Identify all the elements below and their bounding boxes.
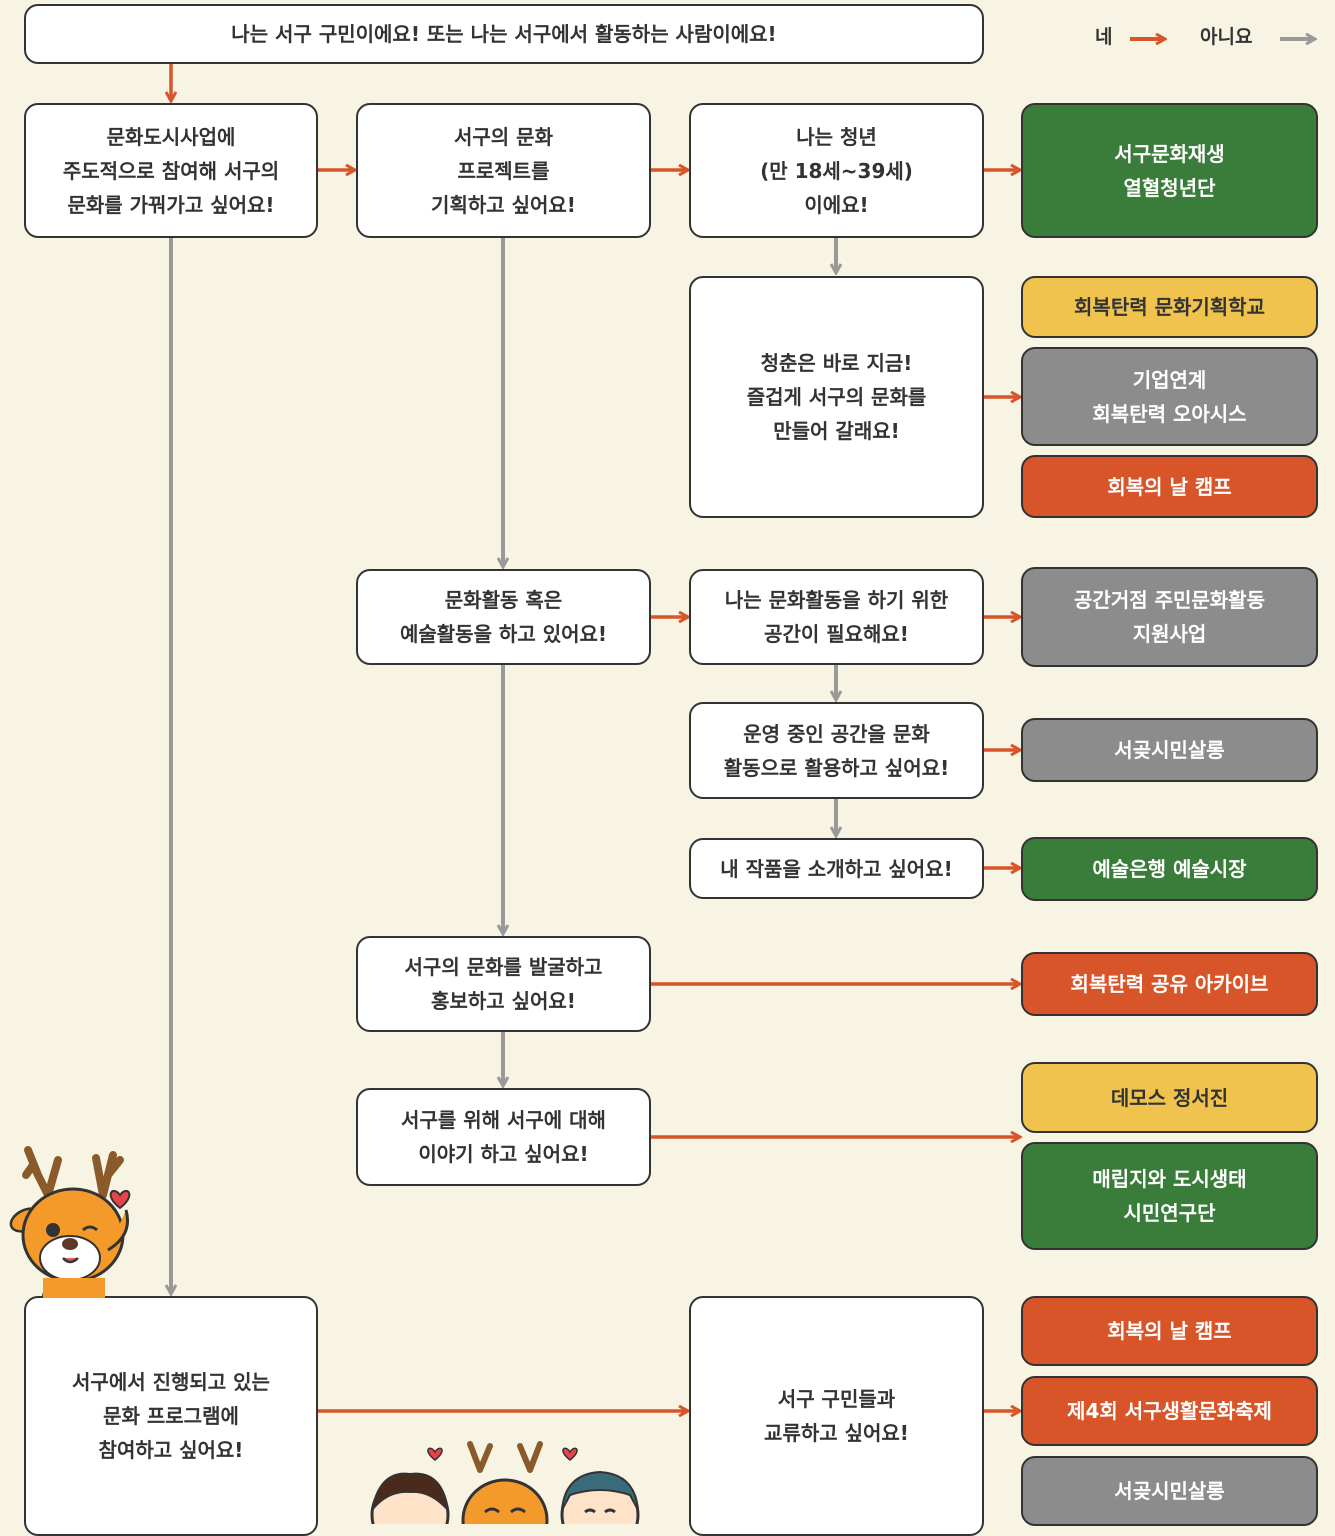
legend-yes-label: 네 — [1095, 26, 1113, 48]
legend-no-label: 아니요 — [1200, 26, 1253, 48]
result-research-group: 매립지와 도시생태 시민연구단 — [1021, 1142, 1318, 1250]
characters-group-illustration — [370, 1441, 640, 1524]
start-question: 나는 서구 구민이에요! 또는 나는 서구에서 활동하는 사람이에요! — [24, 4, 984, 64]
question-q2: 서구의 문화 프로젝트를 기획하고 싶어요! — [356, 103, 651, 238]
result-demos: 데모스 정서진 — [1021, 1062, 1318, 1133]
result-camp: 회복의 날 캠프 — [1021, 455, 1318, 518]
result-camp-2: 회복의 날 캠프 — [1021, 1296, 1318, 1366]
result-archive: 회복탄력 공유 아카이브 — [1021, 952, 1318, 1016]
question-q3: 나는 청년 (만 18세~39세) 이에요! — [689, 103, 984, 238]
question-q10: 서구를 위해 서구에 대해 이야기 하고 싶어요! — [356, 1088, 651, 1186]
question-q1: 문화도시사업에 주도적으로 참여해 서구의 문화를 가꿔가고 싶어요! — [24, 103, 318, 238]
question-q4: 청춘은 바로 지금! 즐겁게 서구의 문화를 만들어 갈래요! — [689, 276, 984, 518]
result-salon-2: 서곶시민살롱 — [1021, 1456, 1318, 1526]
result-oasis: 기업연계 회복탄력 오아시스 — [1021, 347, 1318, 446]
result-youth-group: 서구문화재생 열혈청년단 — [1021, 103, 1318, 238]
result-salon: 서곶시민살롱 — [1021, 718, 1318, 782]
question-q6: 나는 문화활동을 하기 위한 공간이 필요해요! — [689, 569, 984, 665]
question-q7: 운영 중인 공간을 문화 활동으로 활용하고 싶어요! — [689, 702, 984, 799]
question-q11: 서구에서 진행되고 있는 문화 프로그램에 참여하고 싶어요! — [24, 1296, 318, 1536]
question-q5: 문화활동 혹은 예술활동을 하고 있어요! — [356, 569, 651, 665]
result-space-support: 공간거점 주민문화활동 지원사업 — [1021, 567, 1318, 667]
question-q9: 서구의 문화를 발굴하고 홍보하고 싶어요! — [356, 936, 651, 1032]
question-q12: 서구 구민들과 교류하고 싶어요! — [689, 1296, 984, 1536]
result-festival: 제4회 서구생활문화축제 — [1021, 1376, 1318, 1446]
result-art-market: 예술은행 예술시장 — [1021, 837, 1318, 901]
question-q8: 내 작품을 소개하고 싶어요! — [689, 838, 984, 899]
deer-mascot-illustration — [9, 1146, 131, 1298]
result-planning-school: 회복탄력 문화기획학교 — [1021, 276, 1318, 338]
